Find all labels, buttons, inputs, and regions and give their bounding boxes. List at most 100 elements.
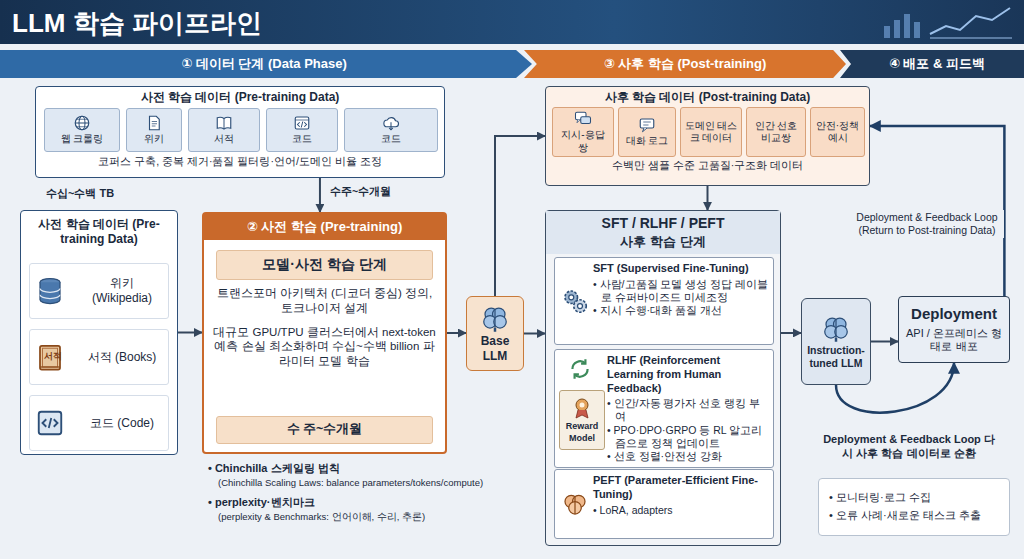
data-type-box: 지시-응답 쌍 <box>552 107 614 157</box>
edge-label: Deployment & Feedback Loop (Return to Po… <box>850 210 1004 238</box>
node-heading: Instruction-tuned LLM <box>804 344 868 370</box>
icon-code <box>293 114 311 132</box>
node-text: • 오류 사례·새로운 태스크 추출 <box>829 509 1001 523</box>
node-heading: 안전·정책 예시 <box>813 120 862 145</box>
node-heading: 위키 (Wikipedia) <box>80 276 164 306</box>
edge-label: Deployment & Feedback Loop 다시 사후 학습 데이터로… <box>818 432 1000 462</box>
source-box: 서적 <box>188 108 260 152</box>
node-content: ③ 사후 학습 (Post-training) <box>524 50 846 72</box>
data-type-box: 대화 로그 <box>618 107 676 157</box>
node-heading: 수 주~수개월 <box>221 422 428 438</box>
connector-arrow <box>871 341 898 343</box>
icon-doc <box>145 114 163 132</box>
node-heading: ① 데이터 단계 (Data Phase) <box>10 56 518 72</box>
source-box: 위키 <box>126 108 182 152</box>
icon-brain <box>480 303 510 333</box>
node-content: 인간 선호 비교쌍 <box>747 108 805 156</box>
icon-globe <box>73 114 91 132</box>
method-box: PEFT (Parameter-Efficient Fine-Tuning)• … <box>554 469 774 539</box>
node-heading: SFT / RLHF / PEFT <box>546 211 780 233</box>
node-content: 위키 (Wikipedia) <box>30 264 168 318</box>
node-text: • PPO·DPO·GRPO 등 RL 알고리즘으로 정책 업데이트 <box>607 424 769 450</box>
node-heading: 대화 로그 <box>621 135 673 148</box>
node-content: 지시-응답 쌍 <box>553 108 613 156</box>
icon-brain2 <box>560 489 590 519</box>
node-heading: 서적 (Books) <box>80 350 164 365</box>
edge-label: 수주~수개월 <box>328 184 412 199</box>
connector-arrow <box>495 136 545 296</box>
node-content: 코드 (Code) <box>30 396 168 450</box>
node-heading: 코드 (Code) <box>80 416 164 431</box>
source-item: 위키 (Wikipedia) <box>29 263 169 319</box>
note-text: (perplexity & Benchmarks: 언어이해, 수리, 추론) <box>218 511 538 523</box>
node-heading: ② 사전 학습 (Pre-training) <box>204 214 445 240</box>
phase-band: ① 데이터 단계 (Data Phase) <box>0 50 532 78</box>
data-panel: 사전 학습 데이터 (Pre-training Data)코퍼스 구축, 중복 … <box>35 86 445 178</box>
stage-panel: SFT / RLHF / PEFT사후 학습 단계SFT (Supervised… <box>545 210 781 546</box>
node-heading: Base LLM <box>469 334 521 364</box>
node-content: 사전 학습 데이터 (Pre-training Data) <box>21 211 177 251</box>
icon-db <box>35 276 65 306</box>
node-content: ④ 배포 & 피드백 <box>840 50 1024 72</box>
node-content: SFT / RLHF / PEFT사후 학습 단계 <box>546 211 780 258</box>
node-text: 수백만 샘플 수준 고품질·구조화 데이터 <box>552 159 863 172</box>
model-box: Base LLM <box>466 296 524 371</box>
node-content: 위키 <box>127 109 181 151</box>
node-heading: ④ 배포 & 피드백 <box>854 56 1020 72</box>
data-panel: 사후 학습 데이터 (Post-training Data)수백만 샘플 수준 … <box>545 86 870 186</box>
node-text: • 지시 수행·대화 품질 개선 <box>593 304 769 317</box>
node-heading: 웹 크롤링 <box>47 133 117 146</box>
icon-book <box>215 114 233 132</box>
node-content: 도메인 태스크 데이터 <box>681 108 741 156</box>
node-content: ② 사전 학습 (Pre-training)트랜스포머 아키텍처 (디코더 중심… <box>204 214 445 374</box>
model-box: Instruction-tuned LLM <box>801 298 871 385</box>
note-text: 수십~수백 TB <box>46 187 166 201</box>
node-heading: SFT (Supervised Fine-Tuning) <box>593 262 769 276</box>
deployment-box: DeploymentAPI / 온프레미스 형태로 배포 <box>898 296 1010 363</box>
node-heading: 모델·사전 학습 단계 <box>221 256 428 274</box>
node-heading: RLHF (Reinforcement Learning from Human … <box>607 354 769 395</box>
source-box: 웹 크롤링 <box>44 108 120 152</box>
title-text: LLM 학습 파이프라인 <box>12 6 262 41</box>
node-heading: 사전 학습 데이터 (Pre-training Data) <box>25 217 173 247</box>
stage-panel: ② 사전 학습 (Pre-training)트랜스포머 아키텍처 (디코더 중심… <box>202 212 447 454</box>
data-type-box: 도메인 태스크 데이터 <box>680 107 742 157</box>
icon-codec <box>35 408 65 438</box>
node-heading: Deployment <box>903 305 1005 324</box>
node-content: 서적 <box>189 109 259 151</box>
node-text: 코퍼스 구축, 중복 제거·품질 필터링·언어/도메인 비율 조정 <box>42 155 438 168</box>
node-content: 대화 로그 <box>619 108 675 156</box>
data-type-box: 인간 선호 비교쌍 <box>746 107 806 157</box>
method-box: SFT (Supervised Fine-Tuning)• 사람/고품질 모델 … <box>554 257 774 345</box>
node-heading: 인간 선호 비교쌍 <box>749 120 803 145</box>
node-content: 코드 <box>345 109 437 151</box>
icon-brain <box>821 313 851 343</box>
node-heading: 위키 <box>129 133 179 146</box>
node-heading: • 모니터링·로그 수집 <box>829 491 1001 505</box>
connector-arrow <box>178 332 202 334</box>
node-text: 사후 학습 단계 <box>546 233 780 254</box>
node-content: SFT (Supervised Fine-Tuning)• 사람/고품질 모델 … <box>555 258 773 321</box>
node-heading: 지시-응답 쌍 <box>555 129 611 154</box>
connector-arrow <box>319 178 321 212</box>
phase-band: ③ 사후 학습 (Post-training) <box>524 50 846 78</box>
icon-gear <box>560 286 590 316</box>
duration-box: 수 주~수개월 <box>216 416 433 444</box>
connector-arrow <box>447 332 466 334</box>
node-text: • 인간/자동 평가자 선호 랭킹 부여 <box>607 397 769 423</box>
icon-chat <box>574 110 592 128</box>
node-heading: Reward Model <box>561 421 603 444</box>
icon-reward <box>570 396 594 420</box>
icon-cloud <box>382 114 400 132</box>
node-heading: 서적 <box>191 133 257 146</box>
node-text: API / 온프레미스 형태로 배포 <box>903 327 1005 355</box>
reward-model-box: Reward Model <box>559 390 605 450</box>
note-text: • perplexity·벤치마크 <box>208 496 528 510</box>
source-item: 코드 (Code) <box>29 395 169 451</box>
source-box: 코드 <box>344 108 438 152</box>
icon-chat2 <box>638 116 656 134</box>
node-content: DeploymentAPI / 온프레미스 형태로 배포 <box>899 297 1009 362</box>
node-content: Reward Model <box>560 391 604 449</box>
icon-label: 서적 <box>37 351 69 362</box>
